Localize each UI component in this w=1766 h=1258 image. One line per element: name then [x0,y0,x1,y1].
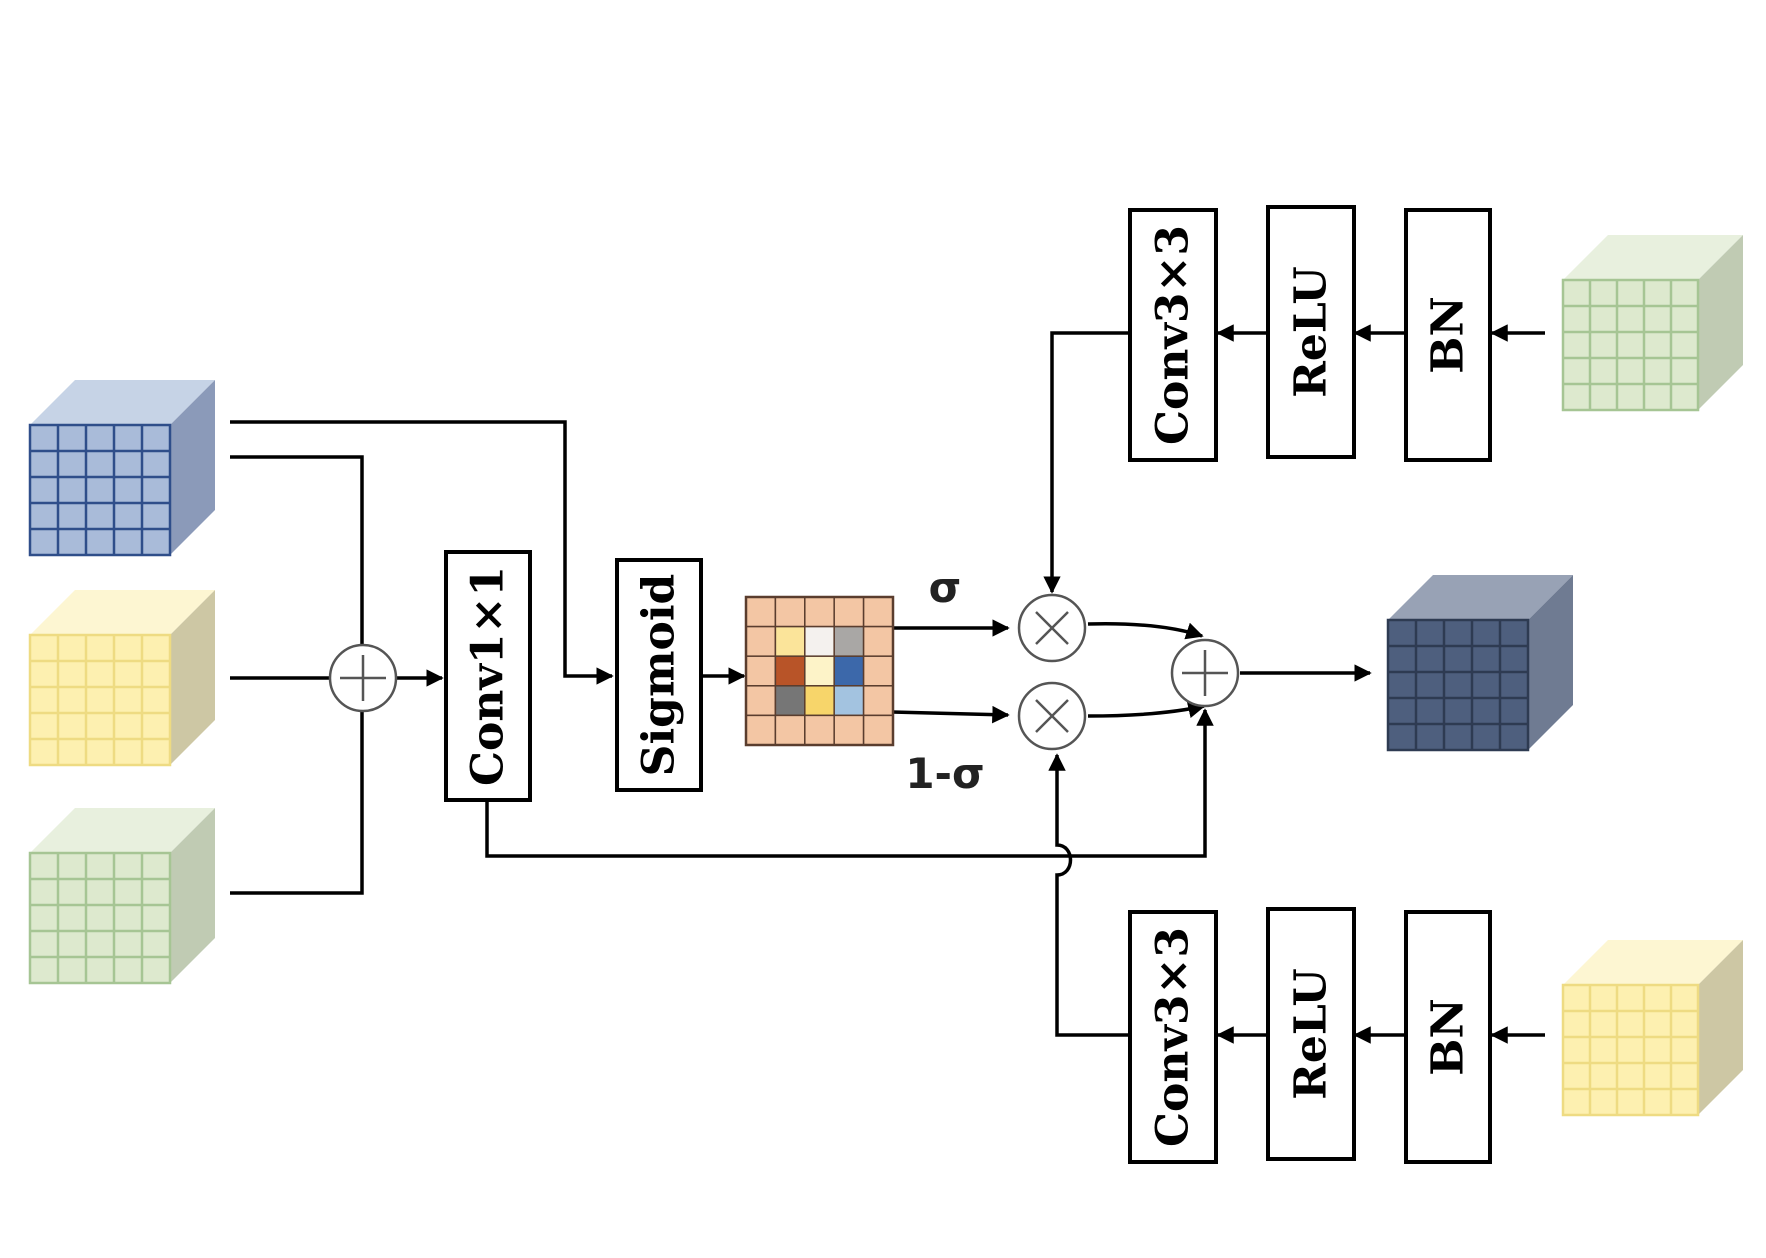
cube-front-face [1386,618,1530,752]
attention-map-cell [774,685,806,717]
cube-front-face [28,851,172,985]
input-feature-cube-yellow [28,590,215,767]
top-conv3x3-block: Conv3×3 [1128,208,1218,462]
top-branch-feature-cube-green [1561,235,1743,412]
bottom-branch-feature-cube-yellow [1561,940,1743,1117]
attention-map-cell [862,655,894,687]
cube-side-face [1528,575,1573,750]
attention-map-border [744,595,895,747]
bottom-conv3x3-label: Conv3×3 [1148,927,1199,1147]
top-bn-label: BN [1423,296,1474,373]
attention-map-cell [745,625,777,657]
conv1x1-label: Conv1×1 [463,566,514,786]
attention-map-cell [804,625,835,657]
wire-green-to-sum [230,711,364,895]
cube-side-face [1698,940,1743,1115]
sigmoid-block: Sigmoid [615,558,703,792]
cube-top-face [1563,235,1743,280]
bottom-conv3x3-block: Conv3×3 [1128,910,1218,1164]
attention-map-cell [745,685,777,717]
top-relu-label: ReLU [1286,266,1337,397]
attention-map-cell [833,655,865,687]
attention-map-cell [862,596,894,628]
cube-side-face [1698,235,1743,410]
output-sum-operator [1170,638,1240,708]
bottom-bn-block: BN [1404,910,1492,1164]
cube-side-face [170,808,215,983]
one-minus-sigma-label: 1-σ [905,749,984,798]
cube-front-face [1561,983,1700,1117]
attention-map-cell [804,714,835,746]
attention-map-cell [862,685,894,717]
cube-top-face [1388,575,1573,620]
attention-map-cell [833,714,865,746]
cube-top-face [1563,940,1743,985]
one-minus-sigma-multiply-operator [1017,681,1087,751]
attention-map-cell [774,625,806,657]
input-feature-cube-blue [28,380,215,557]
conv1x1-block: Conv1×1 [444,550,532,802]
sigma-label: σ [929,563,962,612]
top-bn-block: BN [1404,208,1492,462]
cube-side-face [170,380,215,555]
attention-map-cell [745,714,777,746]
attention-map-cell [774,655,806,687]
top-conv3x3-label: Conv3×3 [1148,225,1199,445]
attention-weight-map [744,595,895,747]
attention-map-cell [833,625,865,657]
attention-map-cell [774,714,806,746]
attention-map-cell [774,596,806,628]
wire-sigma-mult-to-sum [1087,622,1204,640]
element-wise-sum-operator [328,643,398,713]
cube-front-face [28,423,172,557]
attention-map-cell [833,596,865,628]
cube-front-face [1561,278,1700,412]
cube-top-face [30,380,215,425]
attention-map-cell [804,655,835,687]
wire-bottom-conv-to-one-minus-sigma-mult [1048,753,1130,1037]
top-relu-block: ReLU [1266,205,1356,459]
attention-map-cell [804,685,835,717]
wire-blue-to-sum [230,455,364,645]
cube-front-face [28,633,172,767]
wire-map-to-one-minus-sigma-mult [891,705,1010,724]
sigmoid-label: Sigmoid [634,574,685,777]
cube-top-face [30,590,215,635]
wire-top-conv-to-sigma-mult [1043,331,1130,594]
cube-top-face [30,808,215,853]
attention-map-cell [833,685,865,717]
attention-map-cell [862,714,894,746]
bottom-relu-block: ReLU [1266,907,1356,1161]
attention-map-cell [804,596,835,628]
attention-map-cell [745,596,777,628]
attention-map-cell [745,655,777,687]
attention-map-cell [862,625,894,657]
bottom-relu-label: ReLU [1286,968,1337,1099]
sigma-multiply-operator [1017,593,1087,663]
wire-one-minus-sigma-mult-to-sum [1087,700,1206,719]
bottom-bn-label: BN [1423,998,1474,1075]
output-feature-cube [1386,575,1573,752]
cube-side-face [170,590,215,765]
input-feature-cube-green [28,808,215,985]
wire-conv1x1-skip-to-sum [485,708,1214,858]
wire-blue-to-sigmoid [230,420,614,685]
